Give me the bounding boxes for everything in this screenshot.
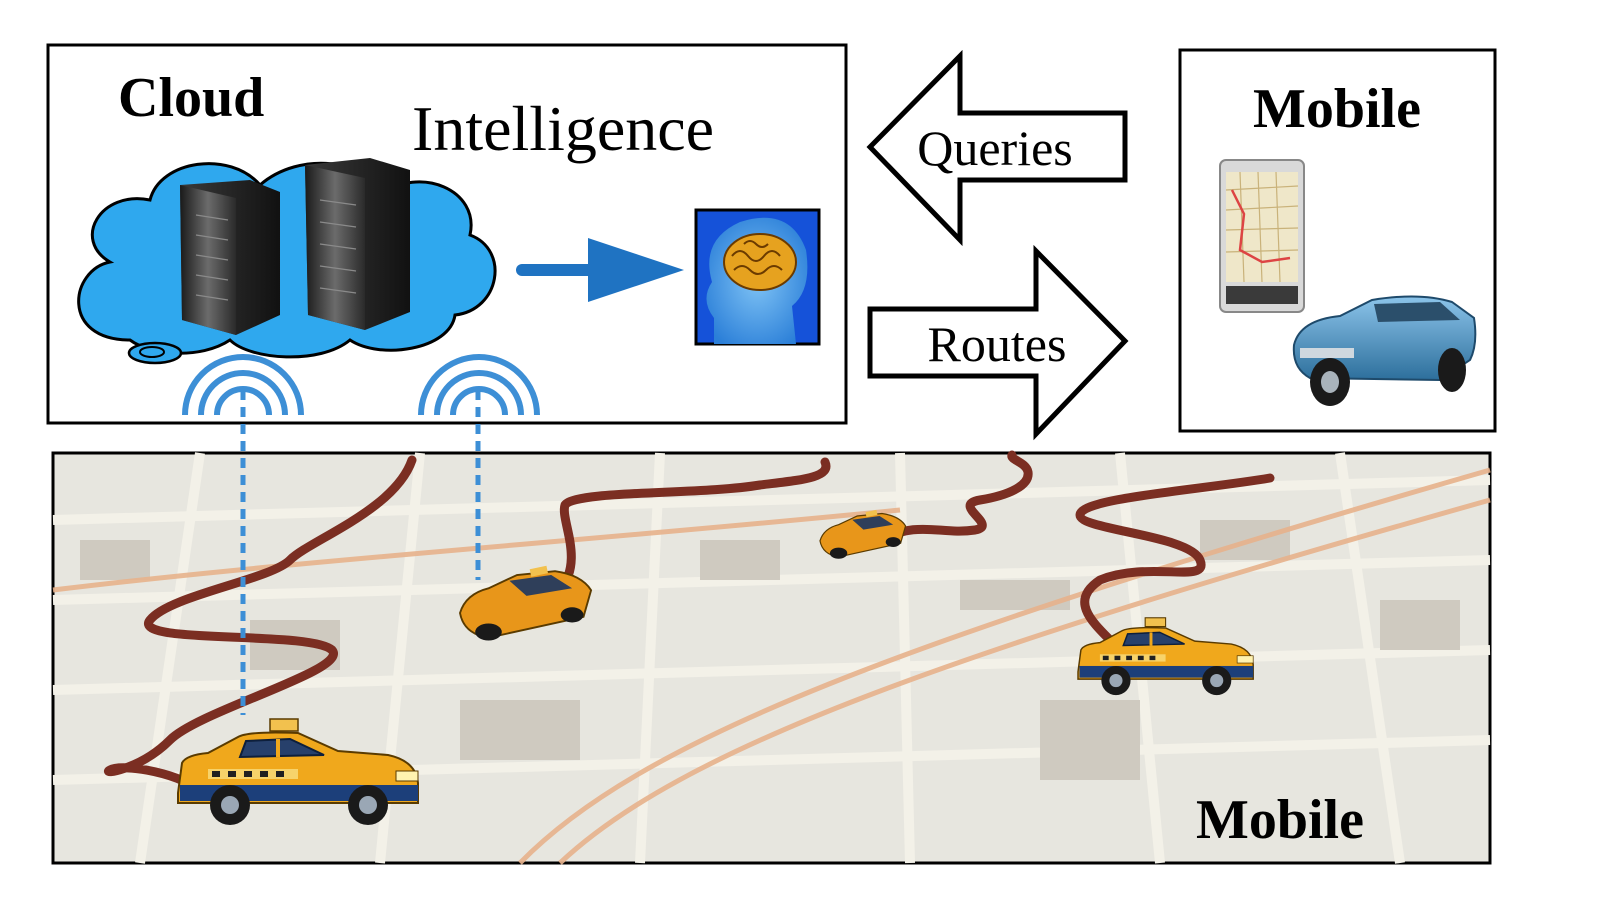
- mobile-panel-title: Mobile: [1253, 78, 1421, 140]
- queries-arrow: Queries: [866, 49, 1128, 247]
- smartphone-map-icon: [1219, 159, 1305, 313]
- queries-label: Queries: [917, 120, 1073, 176]
- car-icon: [1292, 295, 1477, 406]
- routes-label: Routes: [928, 316, 1067, 372]
- wifi-signal-icon: [418, 354, 540, 416]
- wifi-signal-icon: [182, 354, 304, 416]
- cloud-title: Cloud: [118, 67, 264, 129]
- server-icon: [180, 180, 280, 335]
- arrow-right-icon: [516, 238, 684, 302]
- server-icon: [305, 158, 410, 330]
- map-panel-label: Mobile: [1196, 789, 1364, 851]
- intelligence-title: Intelligence: [412, 93, 714, 164]
- route-path-icon: [103, 450, 1275, 795]
- routes-arrow: Routes: [867, 244, 1129, 441]
- brain-icon: [694, 208, 821, 346]
